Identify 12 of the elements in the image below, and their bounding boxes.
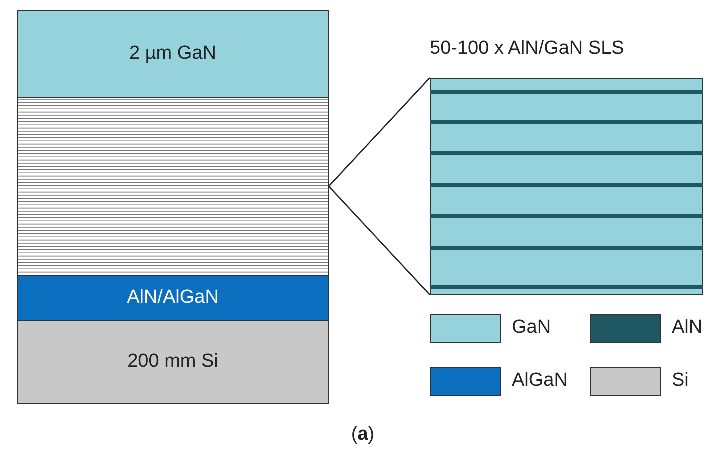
caption: (a) <box>351 424 375 445</box>
superlattice-region <box>17 97 329 276</box>
substrate-layer: 200 mm Si <box>17 320 329 404</box>
legend-label: Si <box>672 370 689 392</box>
leader-line <box>328 186 430 296</box>
legend-label: GaN <box>512 317 552 339</box>
heading-text: 50-100 x AlN/GaN SLS <box>430 38 624 60</box>
buffer-layer: AlN/AlGaN <box>17 275 329 321</box>
leader-line <box>328 78 430 187</box>
legend-label: AlN <box>672 317 703 339</box>
gan-layer: 2 µm GaN <box>17 10 329 98</box>
legend-label: AlGaN <box>512 370 568 392</box>
